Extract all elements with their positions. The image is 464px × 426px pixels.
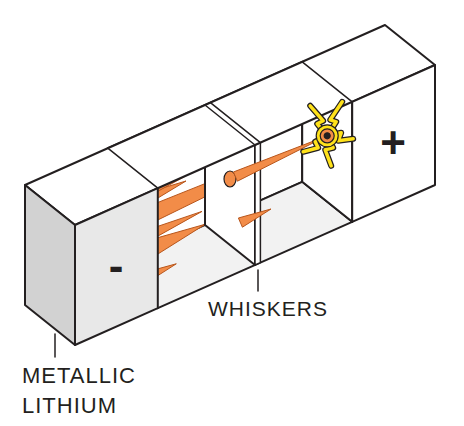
top-section-edge (210, 103, 260, 143)
short-circuit-spark (303, 102, 353, 166)
top-section-edge (302, 62, 352, 102)
spark-ring (324, 133, 330, 139)
terminal-sign: + (380, 113, 406, 172)
cell-top-face (25, 25, 435, 225)
lithium-leader (54, 334, 56, 357)
part-label: METALLIC LITHIUM (22, 361, 172, 420)
anode-front-face (75, 188, 158, 345)
anode-end-face (25, 185, 75, 345)
terminal-sign: - (109, 236, 124, 295)
spark-ring (316, 125, 338, 147)
cathode-front-face (352, 65, 435, 222)
separator-edge (255, 143, 260, 265)
part-label: WHISKERS (208, 295, 328, 323)
top-section-edge (205, 105, 255, 145)
lithium-whisker (238, 209, 271, 227)
whiskers-leader (257, 270, 259, 291)
spark-ring (320, 129, 334, 143)
cell-drawing (25, 25, 435, 357)
top-section-edge (108, 148, 158, 188)
